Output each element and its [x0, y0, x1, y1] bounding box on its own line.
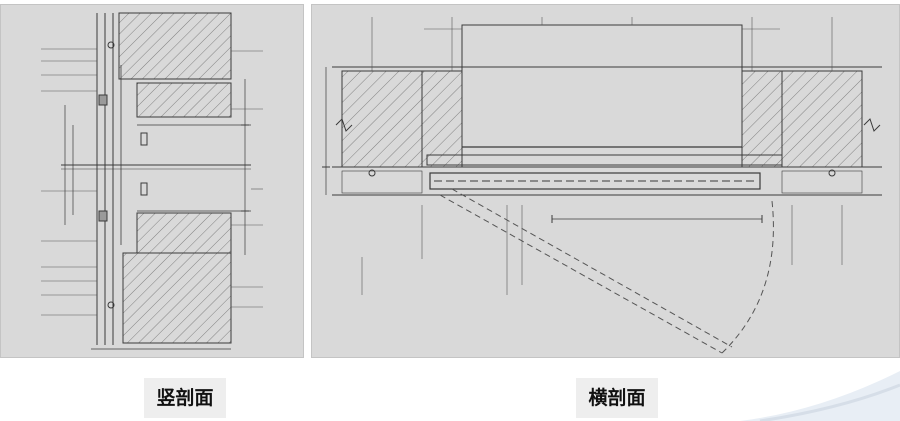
vertical-section-svg: [41, 12, 263, 350]
decorative-swoosh: [740, 371, 900, 421]
vertical-section-drawing: [0, 4, 304, 358]
vertical-section-caption: 竖剖面: [144, 378, 226, 418]
right-wall: [781, 70, 863, 168]
left-jamb: [421, 70, 463, 168]
upper-beam: [136, 82, 232, 118]
horizontal-section-drawing: [311, 4, 900, 358]
horizontal-section-caption: 横剖面: [576, 378, 658, 418]
upper-slab: [118, 12, 232, 80]
door-leaf: [429, 172, 761, 190]
horizontal-section-svg: [322, 17, 882, 354]
left-wall: [341, 70, 423, 168]
lower-beam: [136, 212, 232, 254]
lower-slab: [122, 252, 232, 344]
right-jamb: [741, 70, 783, 168]
